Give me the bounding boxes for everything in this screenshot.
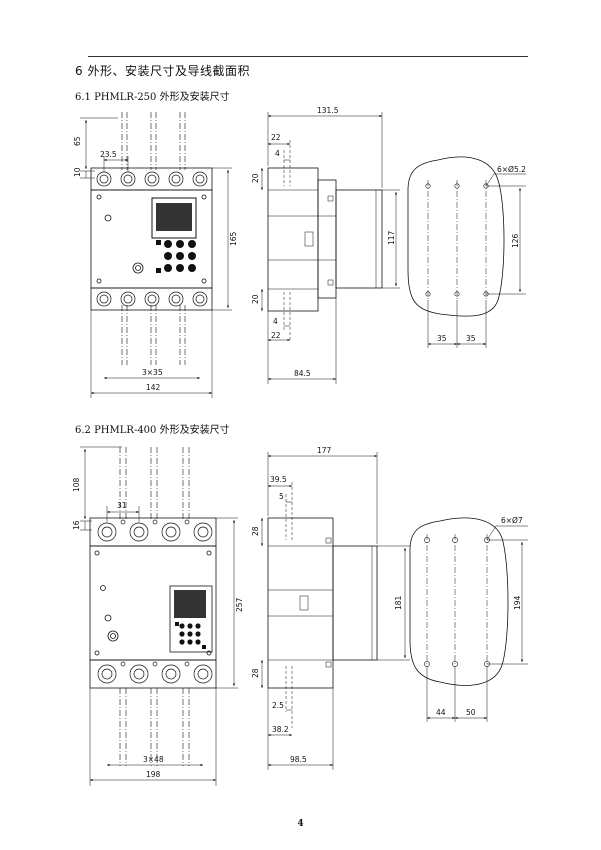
subsection-title-250: 6.1 PHMLR-250 外形及安装尺寸: [75, 92, 230, 103]
dim-label: 50: [466, 708, 476, 717]
dim-label: 131.5: [317, 106, 339, 115]
dim-label: 3×48: [143, 755, 164, 764]
dim-label: 177: [317, 446, 332, 455]
dim-label: 20: [251, 173, 260, 183]
mount-view-400-labels: 6×Ø7 194 44 50: [436, 516, 523, 717]
dim-label: 2.5: [272, 701, 284, 710]
dim-label: 181: [394, 595, 403, 610]
dim-label: 31: [117, 501, 127, 510]
dim-label: 6×Ø5.2: [497, 165, 526, 174]
dim-label: 3×35: [142, 368, 163, 377]
side-view-400: [260, 452, 410, 770]
side-view-400-labels: 177 39.5 5 28 181 28 2.5 38.2 98.5: [251, 446, 403, 764]
mount-view-400: [409, 517, 528, 722]
dim-label: 6×Ø7: [501, 516, 523, 525]
section-title: 6 外形、安装尺寸及导线截面积: [75, 64, 250, 78]
dim-label: 16: [72, 520, 81, 530]
dim-label: 108: [72, 477, 81, 492]
side-view-250: [260, 112, 400, 384]
dim-label: 28: [251, 526, 260, 536]
dim-label: 35: [466, 334, 476, 343]
dim-label: 142: [146, 383, 161, 392]
page-number: 4: [297, 819, 304, 829]
dim-label: 4: [275, 149, 280, 158]
dim-label: 65: [73, 136, 82, 146]
dim-label: 22: [271, 133, 281, 142]
dim-label: 44: [436, 708, 446, 717]
dim-label: 20: [251, 294, 260, 304]
header-rule: [88, 56, 528, 57]
dim-label: 165: [229, 231, 238, 246]
dim-label: 10: [73, 167, 82, 177]
front-view-250-labels: 65 10 23.5 165 3×35 142: [73, 136, 238, 392]
dim-label: 84.5: [294, 369, 311, 378]
mount-view-250: [407, 156, 526, 348]
dim-label: 39.5: [270, 475, 287, 484]
side-view-250-labels: 131.5 22 4 20 117 20 4 22 84.5: [251, 106, 396, 378]
dim-label: 4: [273, 317, 278, 326]
mount-view-250-labels: 6×Ø5.2 126 35 35: [437, 165, 526, 343]
dim-label: 126: [511, 233, 520, 248]
dim-label: 194: [513, 595, 522, 610]
dim-label: 23.5: [100, 150, 117, 159]
front-view-400-labels: 108 16 31 257 3×48 198: [72, 477, 244, 779]
dim-label: 5: [279, 492, 284, 501]
dim-label: 98.5: [290, 755, 307, 764]
subsection-title-400: 6.2 PHMLR-400 外形及安装尺寸: [75, 425, 230, 436]
front-view-400: [80, 446, 238, 786]
dim-label: 117: [387, 230, 396, 245]
dim-label: 198: [146, 770, 161, 779]
dim-label: 22: [271, 331, 281, 340]
dim-label: 38.2: [272, 725, 289, 734]
dim-label: 257: [235, 597, 244, 612]
dim-label: 35: [437, 334, 447, 343]
front-view-250: [80, 112, 232, 398]
dim-label: 28: [251, 668, 260, 678]
